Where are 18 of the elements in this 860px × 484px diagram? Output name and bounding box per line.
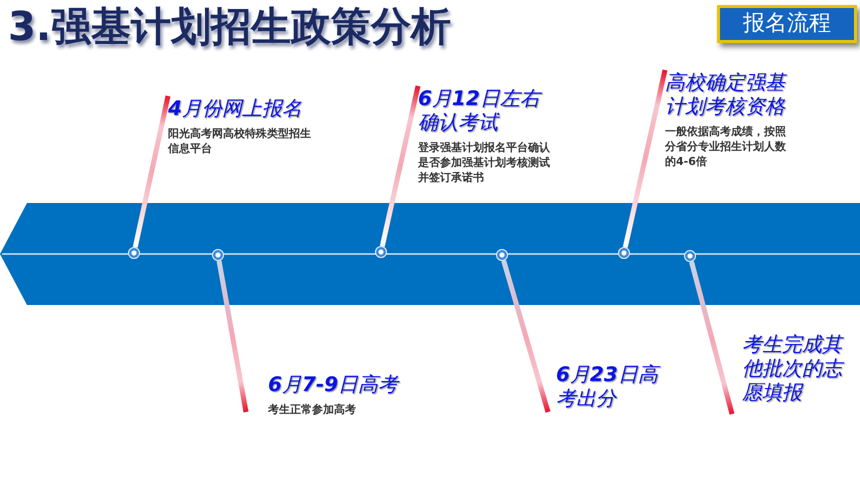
- event-heading: 考生完成其他批次的志愿填报: [742, 332, 852, 404]
- leader-line: [216, 260, 248, 412]
- leader-line: [689, 261, 734, 415]
- leader-line: [622, 69, 668, 248]
- event-heading: 高校确定强基计划考核资格: [665, 70, 788, 118]
- event-heading: 6月12日左右确认考试: [418, 86, 558, 134]
- leader-line: [132, 95, 170, 248]
- event-description: 登录强基计划报名平台确认是否参加强基计划考核测试并签订承诺书: [418, 140, 551, 185]
- event-heading: 6月7-9日高考: [268, 372, 401, 396]
- event-description: 一般依据高考成绩，按照分省分专业招生计划人数的4-6倍: [665, 124, 787, 169]
- event-heading: 6月23日高考出分: [556, 362, 670, 410]
- title: 3.强基计划招生政策分析: [8, 3, 452, 52]
- leader-line: [380, 85, 420, 247]
- section-badge: 报名流程: [717, 5, 857, 43]
- event-description: 考生正常参加高考: [268, 402, 357, 417]
- event-heading: 4月份网上报名: [168, 96, 303, 120]
- leader-line: [501, 260, 550, 413]
- event-description: 阳光高考网高校特殊类型招生信息平台: [168, 126, 312, 156]
